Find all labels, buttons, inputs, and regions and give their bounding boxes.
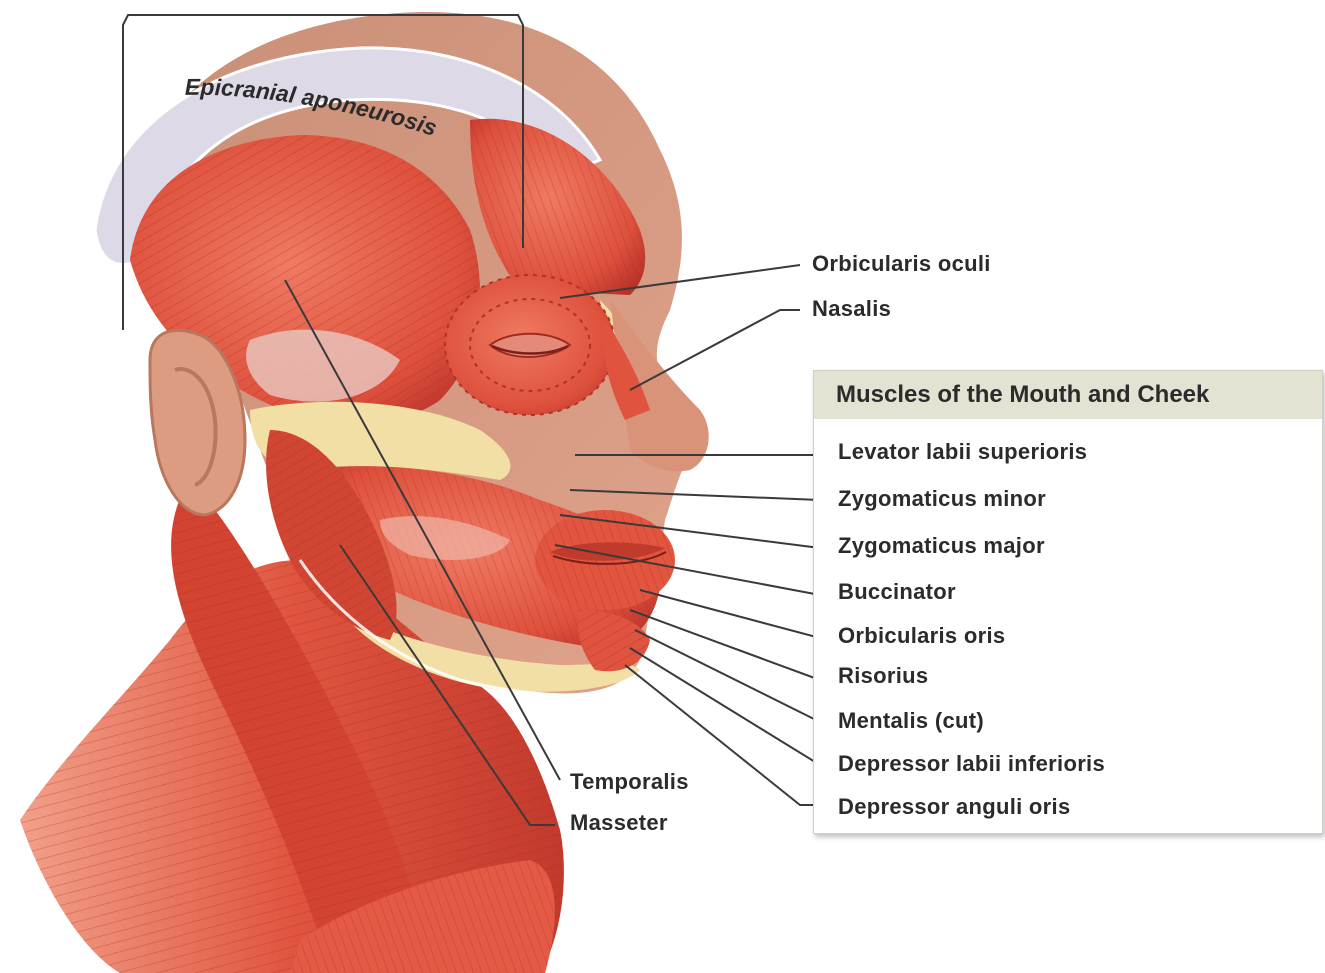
label-masseter: Masseter bbox=[570, 810, 668, 836]
label-levator-labii-superioris: Levator labii superioris bbox=[838, 439, 1087, 465]
label-risorius: Risorius bbox=[838, 663, 928, 689]
legend-title: Muscles of the Mouth and Cheek bbox=[836, 381, 1209, 409]
label-mentalis: Mentalis (cut) bbox=[838, 708, 984, 734]
label-depressor-labii-inferioris: Depressor labii inferioris bbox=[838, 751, 1105, 777]
label-orbicularis-oris: Orbicularis oris bbox=[838, 623, 1005, 649]
label-zygomaticus-minor: Zygomaticus minor bbox=[838, 486, 1046, 512]
label-zygomaticus-major: Zygomaticus major bbox=[838, 533, 1045, 559]
label-orbicularis-oculi: Orbicularis oculi bbox=[812, 251, 991, 277]
label-nasalis: Nasalis bbox=[812, 296, 891, 322]
mouth-cheek-legend-box: Muscles of the Mouth and Cheek Levator l… bbox=[813, 370, 1323, 834]
label-buccinator: Buccinator bbox=[838, 579, 956, 605]
leader-depressor-labii bbox=[630, 648, 820, 765]
leader-orbicularis-oris bbox=[640, 590, 820, 638]
label-temporalis: Temporalis bbox=[570, 769, 689, 795]
label-depressor-anguli-oris: Depressor anguli oris bbox=[838, 794, 1070, 820]
leader-risorius bbox=[630, 610, 820, 680]
